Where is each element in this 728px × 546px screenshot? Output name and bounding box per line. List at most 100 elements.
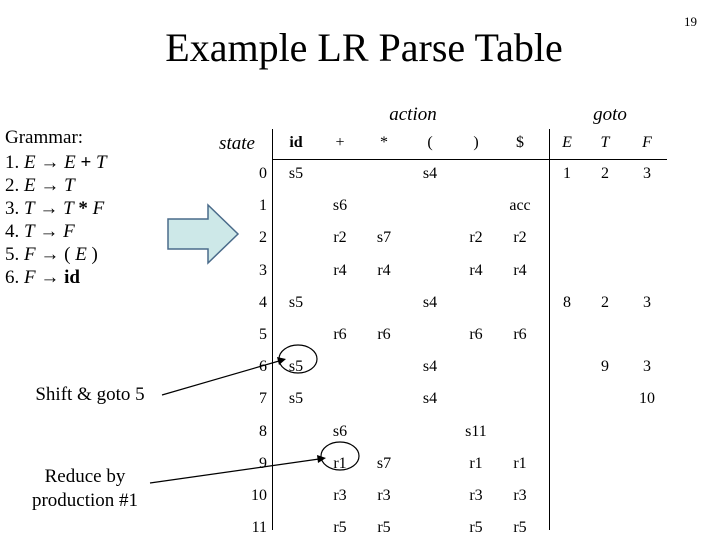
goto-cell: 8: [563, 293, 571, 311]
action-cell: r6: [469, 326, 483, 343]
action-cell: r6: [377, 326, 391, 343]
action-column-header: id: [289, 134, 303, 151]
goto-cell: 2: [601, 165, 609, 182]
state-number: 11: [251, 519, 267, 537]
rule-arrow: →: [34, 198, 64, 219]
action-cell: r5: [333, 519, 347, 537]
header-divider: [272, 159, 667, 160]
action-cell: s11: [465, 422, 487, 440]
action-cell: s4: [422, 165, 438, 182]
right-arrow-icon: [167, 203, 240, 265]
rule-arrow: →: [34, 221, 64, 242]
state-number: 3: [259, 261, 267, 279]
grammar-heading: Grammar:: [5, 127, 84, 148]
callout-reduce-line2: production #1: [31, 490, 139, 511]
action-cell: r3: [333, 487, 347, 504]
state-divider: [272, 129, 273, 530]
action-cell: r1: [513, 454, 527, 472]
rule-symbol: F: [87, 198, 105, 219]
action-cell: r4: [333, 261, 347, 279]
rule-lhs: T: [24, 198, 35, 219]
rule-lhs: T: [24, 221, 35, 242]
slide-number: 19: [684, 14, 697, 29]
action-cell: s5: [288, 390, 304, 408]
goto-cell: 3: [643, 165, 651, 182]
grammar-rule: 3. T → T * F: [5, 198, 104, 220]
rule-symbol: +: [75, 152, 92, 173]
action-cell: r4: [513, 261, 527, 279]
rule-number: 2.: [5, 175, 24, 196]
rule-symbol: T: [63, 198, 74, 219]
grammar-rule: 1. E → E + T: [5, 152, 107, 174]
action-cell: r3: [377, 487, 391, 504]
action-column-header: +: [335, 134, 345, 151]
rule-symbol: E: [64, 152, 76, 173]
callout-arrow-reduce: [149, 458, 320, 484]
action-cell: r2: [469, 229, 483, 247]
state-number: 5: [259, 326, 267, 343]
action-goto-divider: [549, 129, 550, 530]
action-cell: s4: [422, 293, 438, 311]
rule-arrow: →: [35, 152, 65, 173]
action-cell: acc: [509, 197, 531, 215]
rule-symbol: *: [73, 198, 88, 219]
goto-cell: 9: [601, 358, 609, 376]
rule-lhs: E: [24, 175, 36, 196]
action-cell: r6: [513, 326, 527, 343]
rule-lhs: F: [24, 267, 36, 288]
state-number: 10: [251, 487, 267, 504]
goto-cell: 1: [563, 165, 571, 182]
rule-symbol: T: [91, 152, 107, 173]
grammar-rule: 2. E → T: [5, 175, 75, 197]
action-cell: s4: [422, 358, 438, 376]
action-cell: s7: [376, 454, 392, 472]
action-cell: r1: [333, 454, 347, 472]
page-title: Example LR Parse Table: [165, 25, 563, 70]
action-cell: r2: [513, 229, 527, 247]
goto-column-header: F: [642, 134, 652, 151]
action-cell: s6: [332, 422, 348, 440]
grammar-rule: 6. F → id: [5, 267, 80, 289]
action-cell: r2: [333, 229, 347, 247]
state-number: 4: [259, 293, 267, 311]
callout-shift-goto: Shift & goto 5: [35, 384, 145, 405]
goto-cell: 2: [601, 293, 609, 311]
rule-arrow: →: [35, 175, 65, 196]
goto-cell: 3: [643, 358, 651, 376]
callout-arrow-shift: [161, 360, 280, 396]
action-cell: r3: [469, 487, 483, 504]
state-number: 7: [259, 390, 267, 408]
action-cell: r3: [513, 487, 527, 504]
action-cell: s5: [288, 293, 304, 311]
action-cell: s6: [332, 197, 348, 215]
rule-lhs: F: [24, 244, 36, 265]
rule-arrow: →: [35, 244, 65, 265]
action-cell: r6: [333, 326, 347, 343]
rule-symbol: ): [86, 244, 98, 265]
rule-lhs: E: [24, 152, 36, 173]
goto-column-header: E: [562, 134, 572, 151]
rule-symbol: (: [64, 244, 71, 265]
state-header: state: [219, 133, 255, 154]
action-cell: r4: [377, 261, 391, 279]
grammar-rule: 5. F → ( E ): [5, 244, 98, 266]
rule-symbol: F: [63, 221, 75, 242]
action-cell: r1: [469, 454, 483, 472]
action-cell: r5: [377, 519, 391, 537]
action-column-header: *: [380, 134, 388, 151]
rule-number: 3.: [5, 198, 24, 219]
rule-symbol: id: [64, 267, 80, 288]
state-number: 9: [259, 454, 267, 472]
state-number: 2: [259, 229, 267, 247]
action-cell: r4: [469, 261, 483, 279]
action-column-header: ): [473, 134, 479, 151]
action-header: action: [389, 104, 437, 125]
rule-number: 6.: [5, 267, 24, 288]
rule-number: 1.: [5, 152, 24, 173]
action-column-header: (: [427, 134, 433, 151]
action-cell: r5: [469, 519, 483, 537]
goto-column-header: T: [600, 134, 610, 151]
rule-symbol: E: [70, 244, 87, 265]
state-number: 0: [259, 165, 267, 182]
